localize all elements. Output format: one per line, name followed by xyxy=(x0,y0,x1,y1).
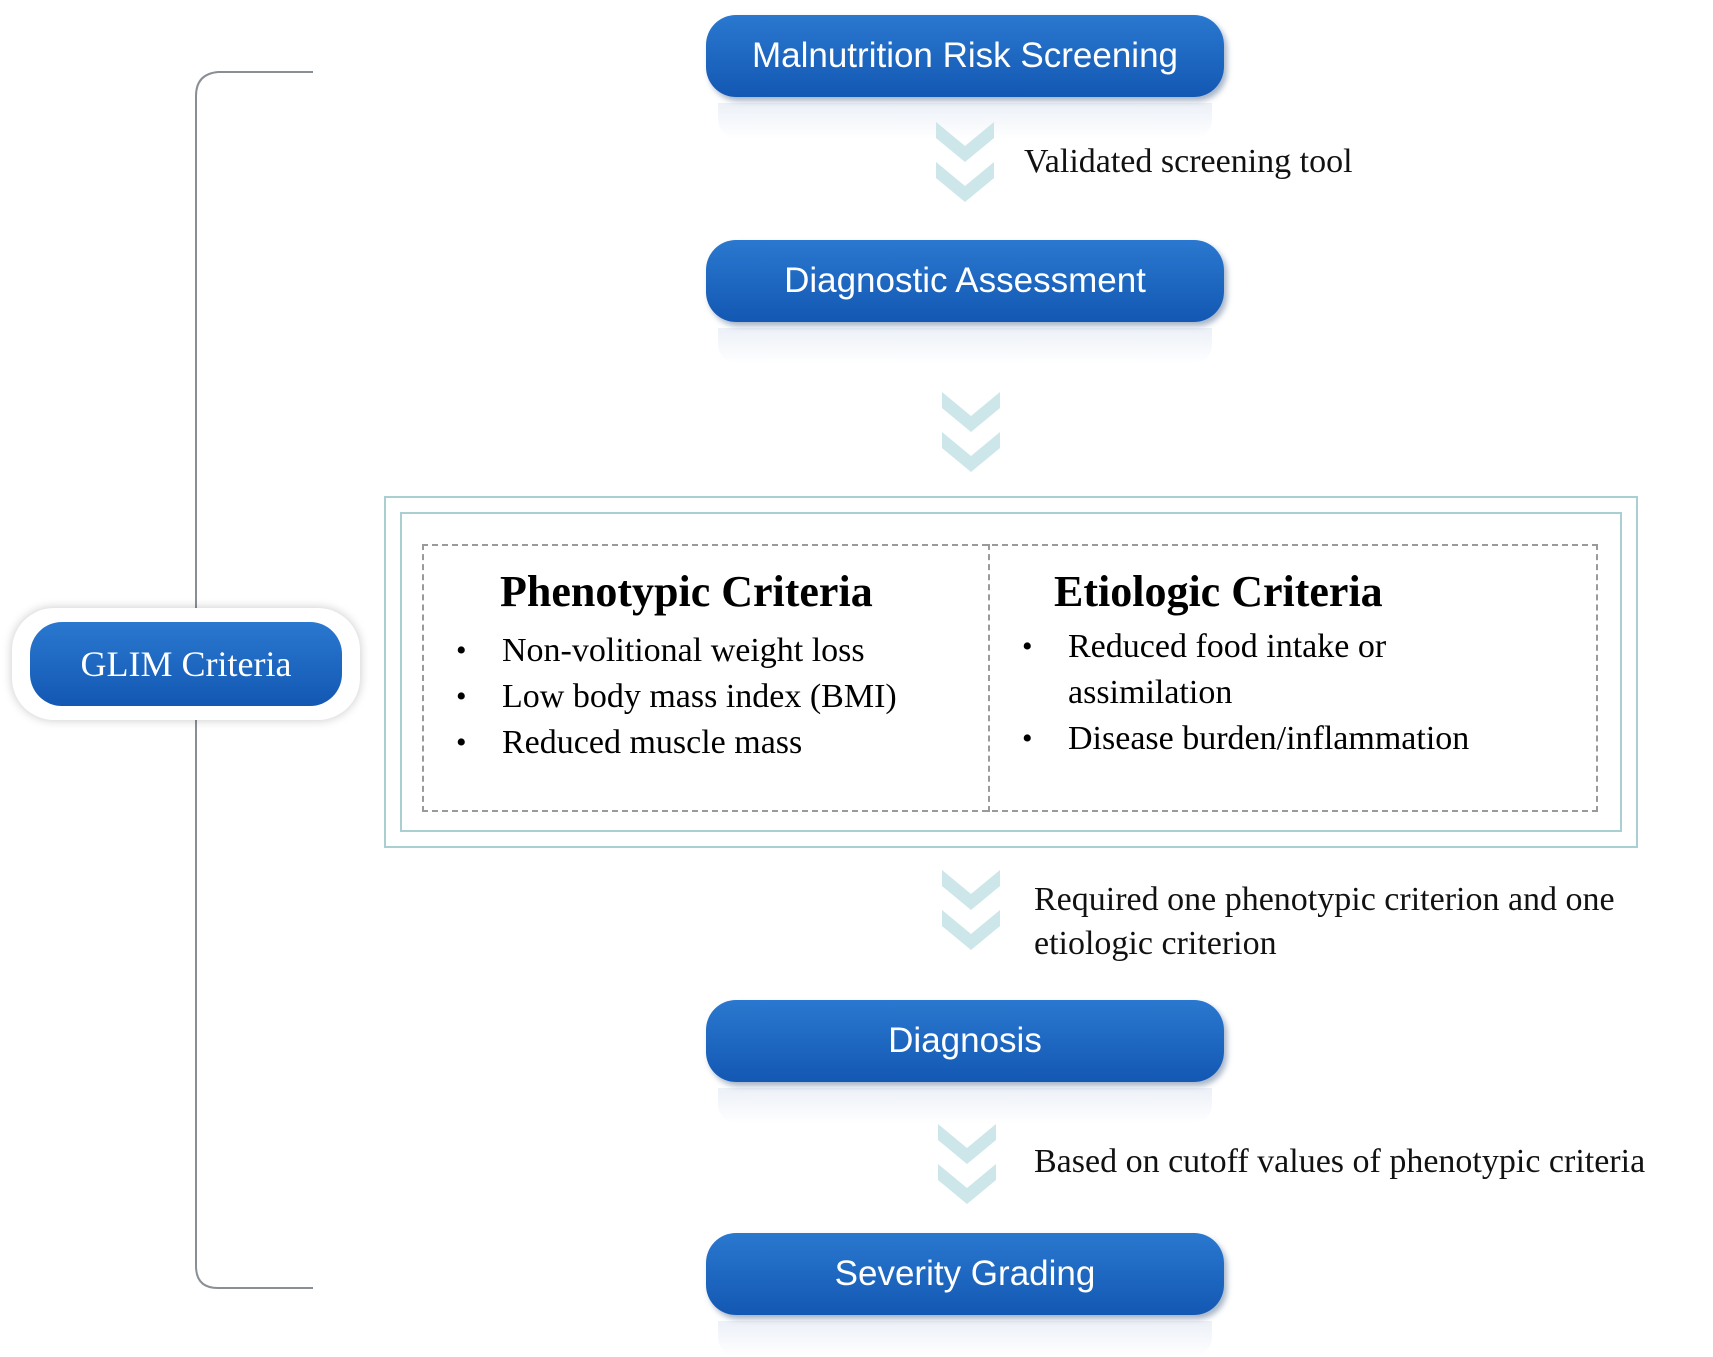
etiologic-criteria-title: Etiologic Criteria xyxy=(1054,567,1383,616)
phenotypic-criteria-list: Non-volitional weight loss Low body mass… xyxy=(456,628,897,766)
list-item-continuation: assimilation xyxy=(1068,674,1233,711)
diagnosis-box: Diagnosis xyxy=(706,1000,1224,1124)
etiologic-criteria-list: Reduced food intake or assimilation Dise… xyxy=(1022,624,1469,762)
diagnosis-label: Diagnosis xyxy=(888,1021,1042,1060)
malnutrition-risk-screening-box: Malnutrition Risk Screening xyxy=(706,15,1224,139)
diagnostic-assessment-box: Diagnostic Assessment xyxy=(706,240,1224,364)
required-criteria-note-line2: etiologic criterion xyxy=(1034,925,1277,962)
list-item: Non-volitional weight loss xyxy=(456,628,897,674)
criteria-divider xyxy=(988,544,990,812)
chevron-down-icon xyxy=(942,870,1000,950)
screening-tool-note: Validated screening tool xyxy=(1024,143,1353,180)
screening-label: Malnutrition Risk Screening xyxy=(751,36,1178,75)
severity-label: Severity Grading xyxy=(834,1254,1096,1293)
criteria-dashed-box xyxy=(422,544,1598,812)
chevron-down-icon xyxy=(942,392,1000,472)
list-item: Disease burden/inflammation xyxy=(1022,716,1469,762)
criteria-inner-frame xyxy=(400,512,1622,832)
required-criteria-note-line1: Required one phenotypic criterion and on… xyxy=(1034,881,1615,918)
phenotypic-criteria-title: Phenotypic Criteria xyxy=(500,567,873,616)
chevron-down-icon xyxy=(936,122,994,202)
glim-criteria-box: GLIM Criteria xyxy=(30,622,342,706)
list-item: Low body mass index (BMI) xyxy=(456,674,897,720)
assessment-label: Diagnostic Assessment xyxy=(784,261,1146,300)
severity-grading-box: Severity Grading xyxy=(706,1233,1224,1357)
criteria-outer-frame xyxy=(384,496,1638,848)
list-item: Reduced muscle mass xyxy=(456,720,897,766)
list-item: Reduced food intake or xyxy=(1022,624,1469,670)
glim-criteria-label: GLIM Criteria xyxy=(80,644,292,684)
chevron-down-icon xyxy=(938,1124,996,1204)
cutoff-values-note: Based on cutoff values of phenotypic cri… xyxy=(1034,1143,1646,1180)
